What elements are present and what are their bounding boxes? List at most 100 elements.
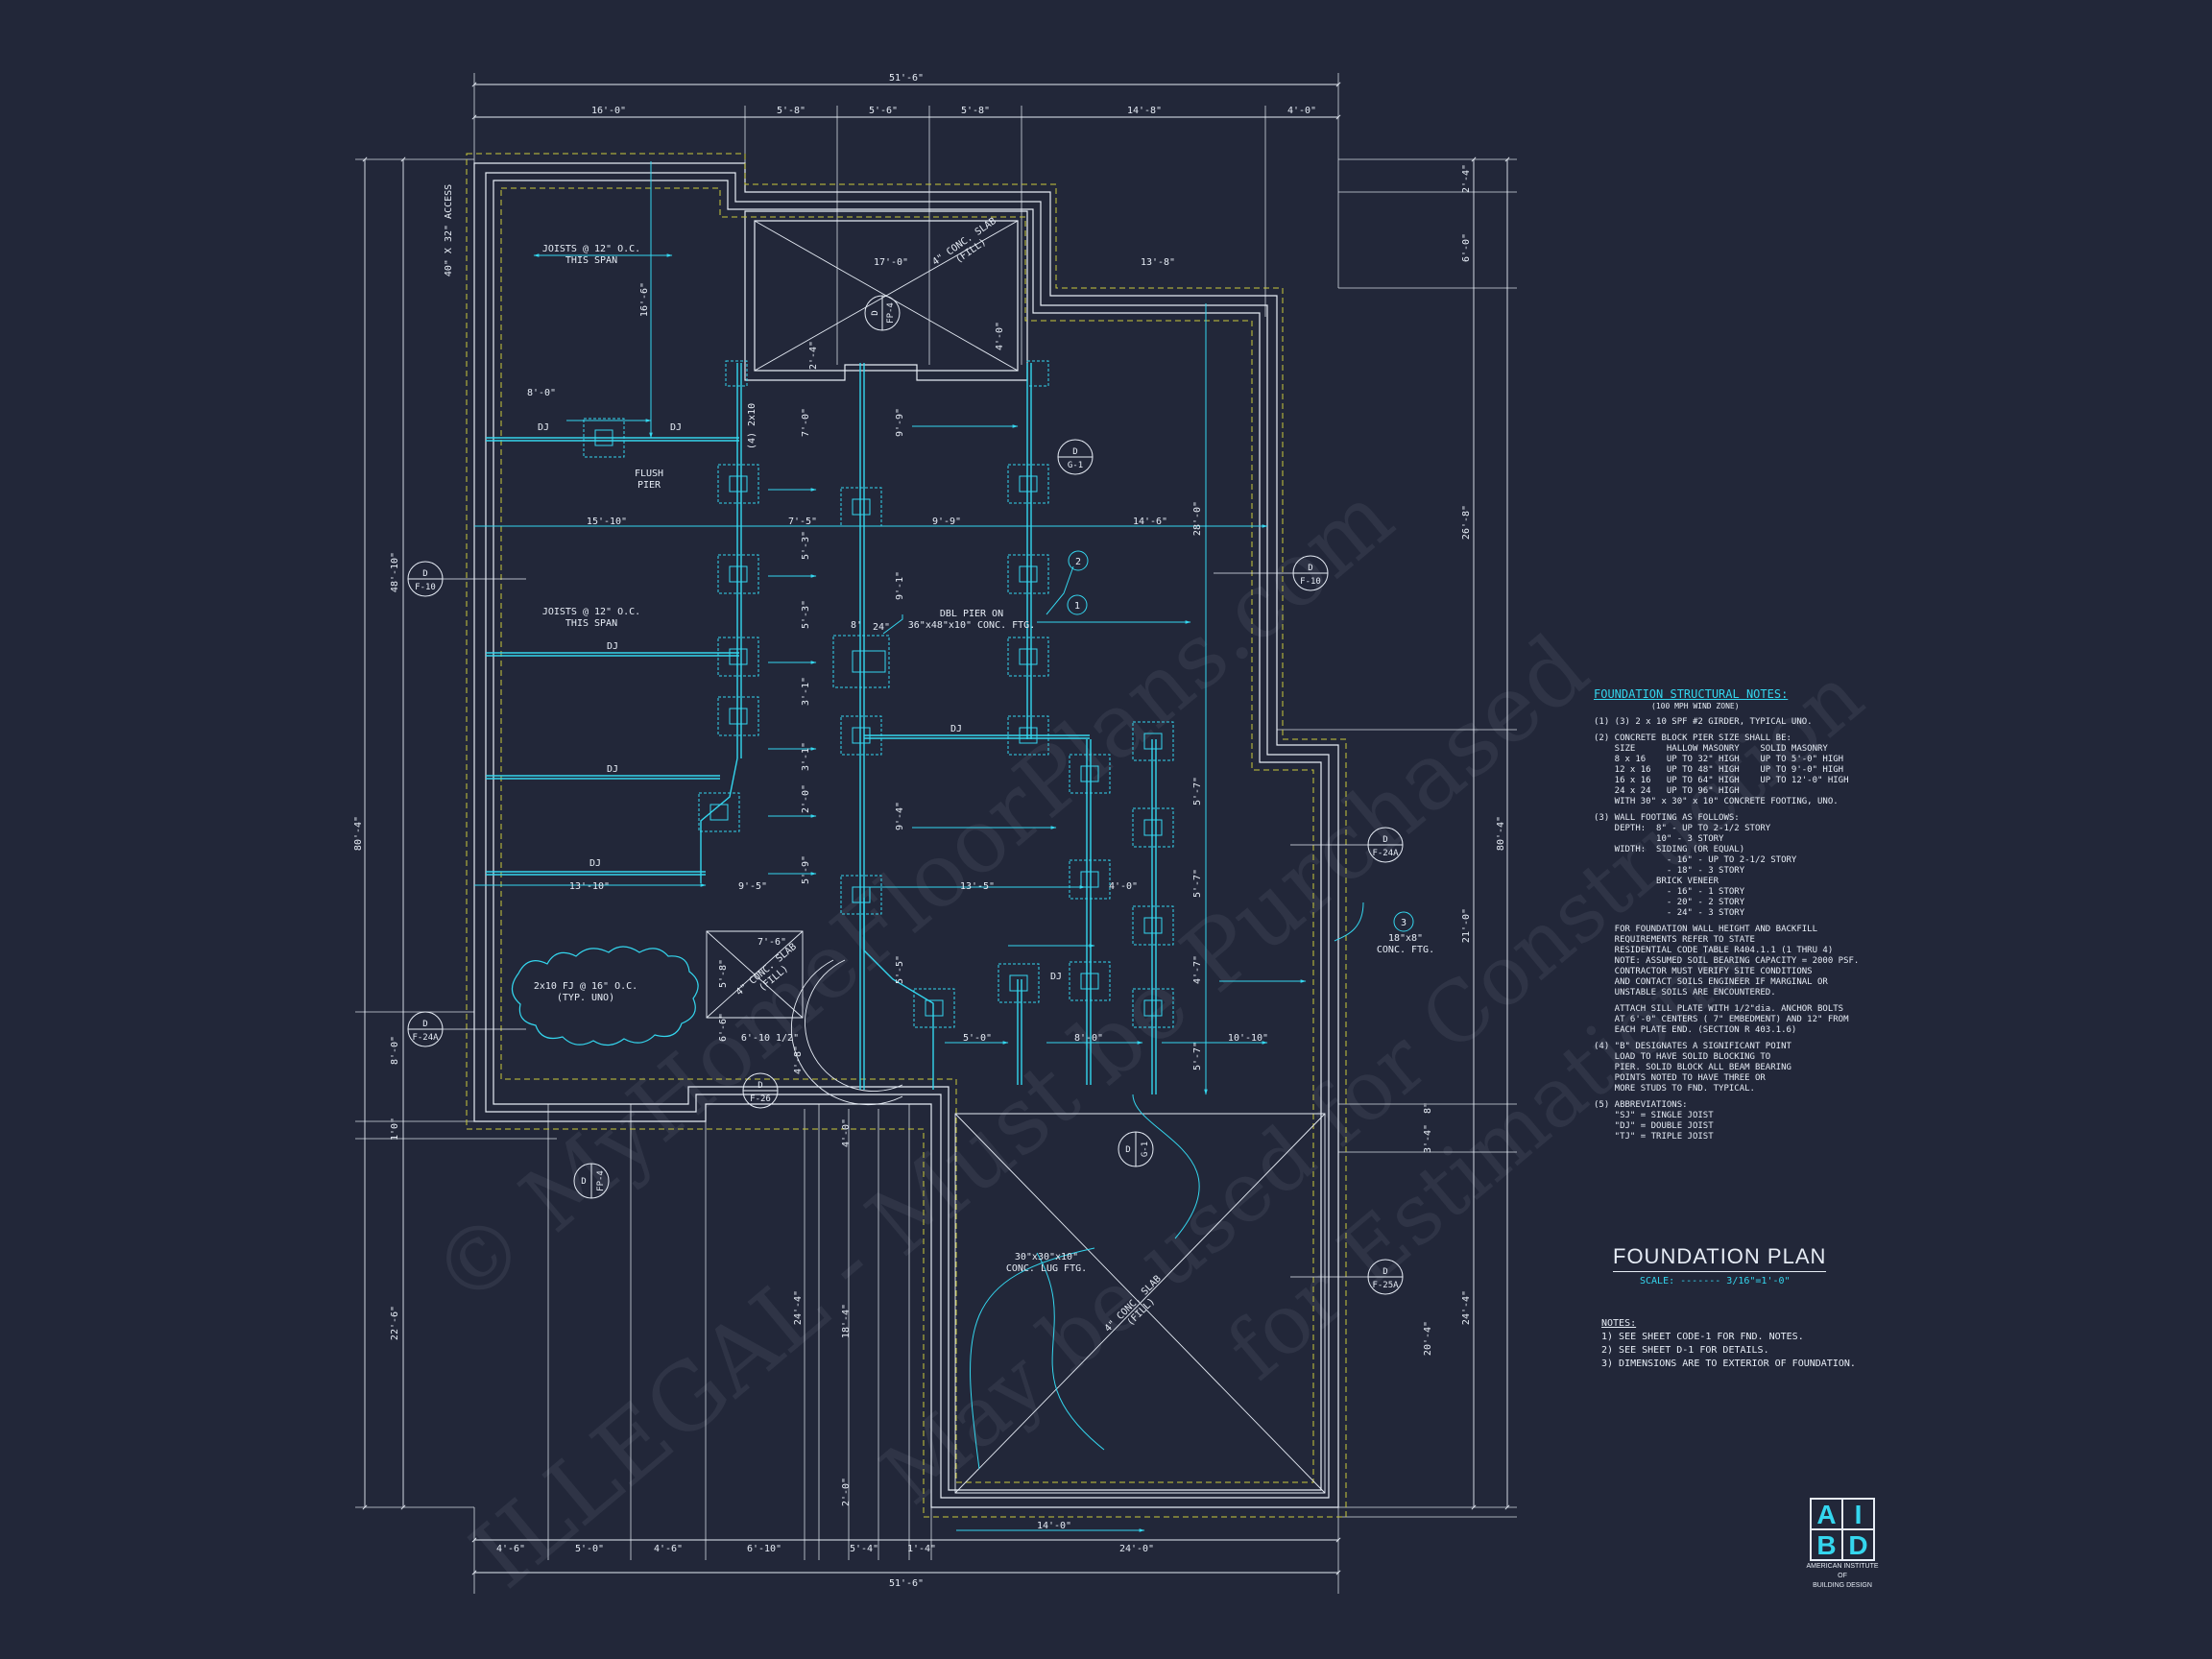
structural-notes: FOUNDATION STRUCTURAL NOTES: (100 MPH WI… [1594, 687, 1920, 1148]
dim-right-seg-4: 21'-0" [1461, 908, 1472, 943]
callout-1-bottom: F-10 [415, 583, 436, 592]
callout-3-bottom: G-1 [1068, 461, 1083, 470]
dim-int-8: 14'-6" [1133, 517, 1167, 527]
dim-left-seg-4: 22'-6" [390, 1306, 400, 1340]
girder-label: (4) 2x10 [747, 403, 757, 449]
dim-bottom-seg-3: 4'-6" [654, 1544, 683, 1554]
dim-int-26: 10'-10" [1228, 1033, 1268, 1044]
dim-int-15: 3'-1" [801, 677, 811, 706]
dim-left-seg-1: 48'-10" [390, 552, 400, 592]
dim-int-28: 4'-8" [793, 1046, 804, 1074]
dim-int-6: 7'-5" [788, 517, 817, 527]
callout-8-top: D [581, 1177, 586, 1187]
tag-3: 3 [1401, 918, 1407, 928]
fj-cloud-line-1: 2x10 FJ @ 16" O.C. [534, 981, 637, 992]
dim-int-31: 5'-7" [1192, 869, 1203, 898]
dim-int-44: 24" [873, 622, 890, 633]
callout-6-top: D [422, 1020, 427, 1029]
dim-int-9: 28'-0" [1192, 501, 1203, 536]
dim-bottom-seg-5: 5'-4" [850, 1544, 878, 1554]
piers [583, 360, 1174, 1028]
dim-int-33: 5'-7" [1192, 1042, 1203, 1070]
dim-int-38: 14'-0" [1037, 1521, 1071, 1531]
dbl-pier-line-1: DBL PIER ON [940, 609, 1003, 619]
callout-7-bottom: F-26 [750, 1094, 771, 1104]
aibd-logo: A I B D AMERICAN INSTITUTE OF BUILDING D… [1799, 1498, 1886, 1590]
dim-bottom-seg-6: 1'-4" [907, 1544, 936, 1554]
lug-ftg-line-1: 30"x30"x10" [1015, 1252, 1078, 1262]
dim-int-41: 5'-5" [895, 955, 905, 984]
dimension-lines [362, 82, 1510, 1575]
dim-right-seg-2: 6'-0" [1461, 233, 1472, 262]
dim-int-34: 24'-4" [793, 1290, 804, 1325]
dj-label-2: DJ [670, 422, 682, 433]
dim-int-42: 4'-0" [995, 322, 1005, 350]
note-item-6: (4) "B" DESIGNATES A SIGNIFICANT POINT L… [1594, 1042, 1791, 1094]
callout-5-top: D [1382, 835, 1387, 845]
dim-int-13: 9'-1" [895, 571, 905, 600]
dim-int-24: 5'-0" [963, 1033, 992, 1044]
note-item-3: (3) WALL FOOTING AS FOLLOWS: DEPTH: 8" -… [1594, 813, 1797, 918]
callout-8-bottom: FP-4 [596, 1170, 606, 1191]
callout-3-top: D [1072, 447, 1077, 457]
dim-right-seg-8: 8" [1423, 1102, 1433, 1114]
dim-int-29: 5'-8" [718, 959, 729, 988]
aibd-logo-mark: A I B D [1810, 1498, 1875, 1561]
dim-top-seg-2: 5'-8" [777, 106, 805, 116]
dj-label-5: DJ [589, 858, 601, 869]
foundation-walls [473, 162, 1339, 1508]
callout-4-top: D [871, 310, 880, 315]
dim-int-37: 2'-0" [841, 1478, 852, 1506]
dim-int-19: 9'-4" [895, 802, 905, 830]
dim-bottom-overall: 51'-6" [889, 1578, 924, 1589]
callout-6-bottom: F-24A [412, 1033, 439, 1043]
dim-left-seg-3: 1'0" [390, 1118, 400, 1141]
logo-caption-1: AMERICAN INSTITUTE [1806, 1563, 1879, 1570]
dim-int-40: 6'-6" [718, 1013, 729, 1042]
dim-top-seg-3: 5'-6" [869, 106, 898, 116]
dim-bottom-seg-4: 6'-10" [747, 1544, 781, 1554]
dim-top-seg-6: 4'-0" [1287, 106, 1316, 116]
callout-2-bottom: F-10 [1300, 577, 1321, 587]
extension-lines [355, 73, 1517, 1594]
tag-1: 1 [1074, 601, 1080, 612]
note-item-1: (1) (3) 2 x 10 SPF #2 GIRDER, TYPICAL UN… [1594, 717, 1813, 727]
conc-ftg-line-2: CONC. FTG. [1377, 945, 1434, 955]
dimension-text: 51'-6" 16'-0" 5'-8" 5'-6" 5'-8" 1 4'-8" 4… [353, 73, 1506, 1589]
dj-label-1: DJ [538, 422, 549, 433]
dim-top-seg-1: 16'-0" [591, 106, 626, 116]
general-notes: NOTES: 1) SEE SHEET CODE-1 FOR FND. NOTE… [1601, 1317, 1856, 1371]
logo-caption-3: BUILDING DESIGN [1813, 1582, 1872, 1589]
dim-int-11: 9'-9" [895, 408, 905, 437]
joists [486, 363, 1157, 1094]
dim-int-32: 4'-7" [1192, 955, 1203, 984]
general-notes-title: NOTES: [1601, 1318, 1637, 1329]
dim-right-seg-5: 3'-4" [1423, 1124, 1433, 1153]
dj-label-7: DJ [1050, 972, 1062, 982]
dim-right-seg-7: 20'-4" [1423, 1321, 1433, 1356]
dim-bottom-seg-1: 4'-6" [496, 1544, 525, 1554]
callout-2-top: D [1308, 564, 1312, 573]
joists-2-line-1: JOISTS @ 12" O.C. [542, 607, 640, 617]
dj-label-3: DJ [607, 641, 618, 652]
general-note-3: 3) DIMENSIONS ARE TO EXTERIOR OF FOUNDAT… [1601, 1358, 1856, 1369]
plan-labels: 40" X 32" ACCESS JOISTS @ 12" O.C. THIS … [444, 184, 1434, 1334]
logo-letter-a: A [1811, 1499, 1842, 1529]
dim-right-seg-1: 2'-4" [1461, 164, 1472, 193]
section-callout-text: D F-10 D F-10 D G-1 D FP-4 D F-24A D F-2… [412, 302, 1399, 1290]
callout-5-bottom: F-24A [1372, 849, 1399, 858]
joists-2-line-2: THIS SPAN [565, 618, 617, 629]
dim-int-2: 13'-8" [1141, 257, 1175, 268]
dim-int-4: 8'-0" [527, 388, 556, 398]
structural-notes-subtitle: (100 MPH WIND ZONE) [1651, 702, 1740, 710]
dim-right-seg-3: 26'-8" [1461, 505, 1472, 540]
section-callout-shapes [407, 295, 1404, 1295]
logo-letter-b: B [1811, 1529, 1842, 1560]
callout-4-bottom: FP-4 [886, 302, 896, 324]
dim-bottom-seg-7: 24'-0" [1119, 1544, 1154, 1554]
dim-int-39: 7'-6" [757, 937, 786, 948]
joists-1-line-1: JOISTS @ 12" O.C. [542, 244, 640, 254]
interior-dimension-arrows [474, 161, 1364, 1532]
fj-cloud-line-2: (TYP. UNO) [557, 993, 614, 1003]
